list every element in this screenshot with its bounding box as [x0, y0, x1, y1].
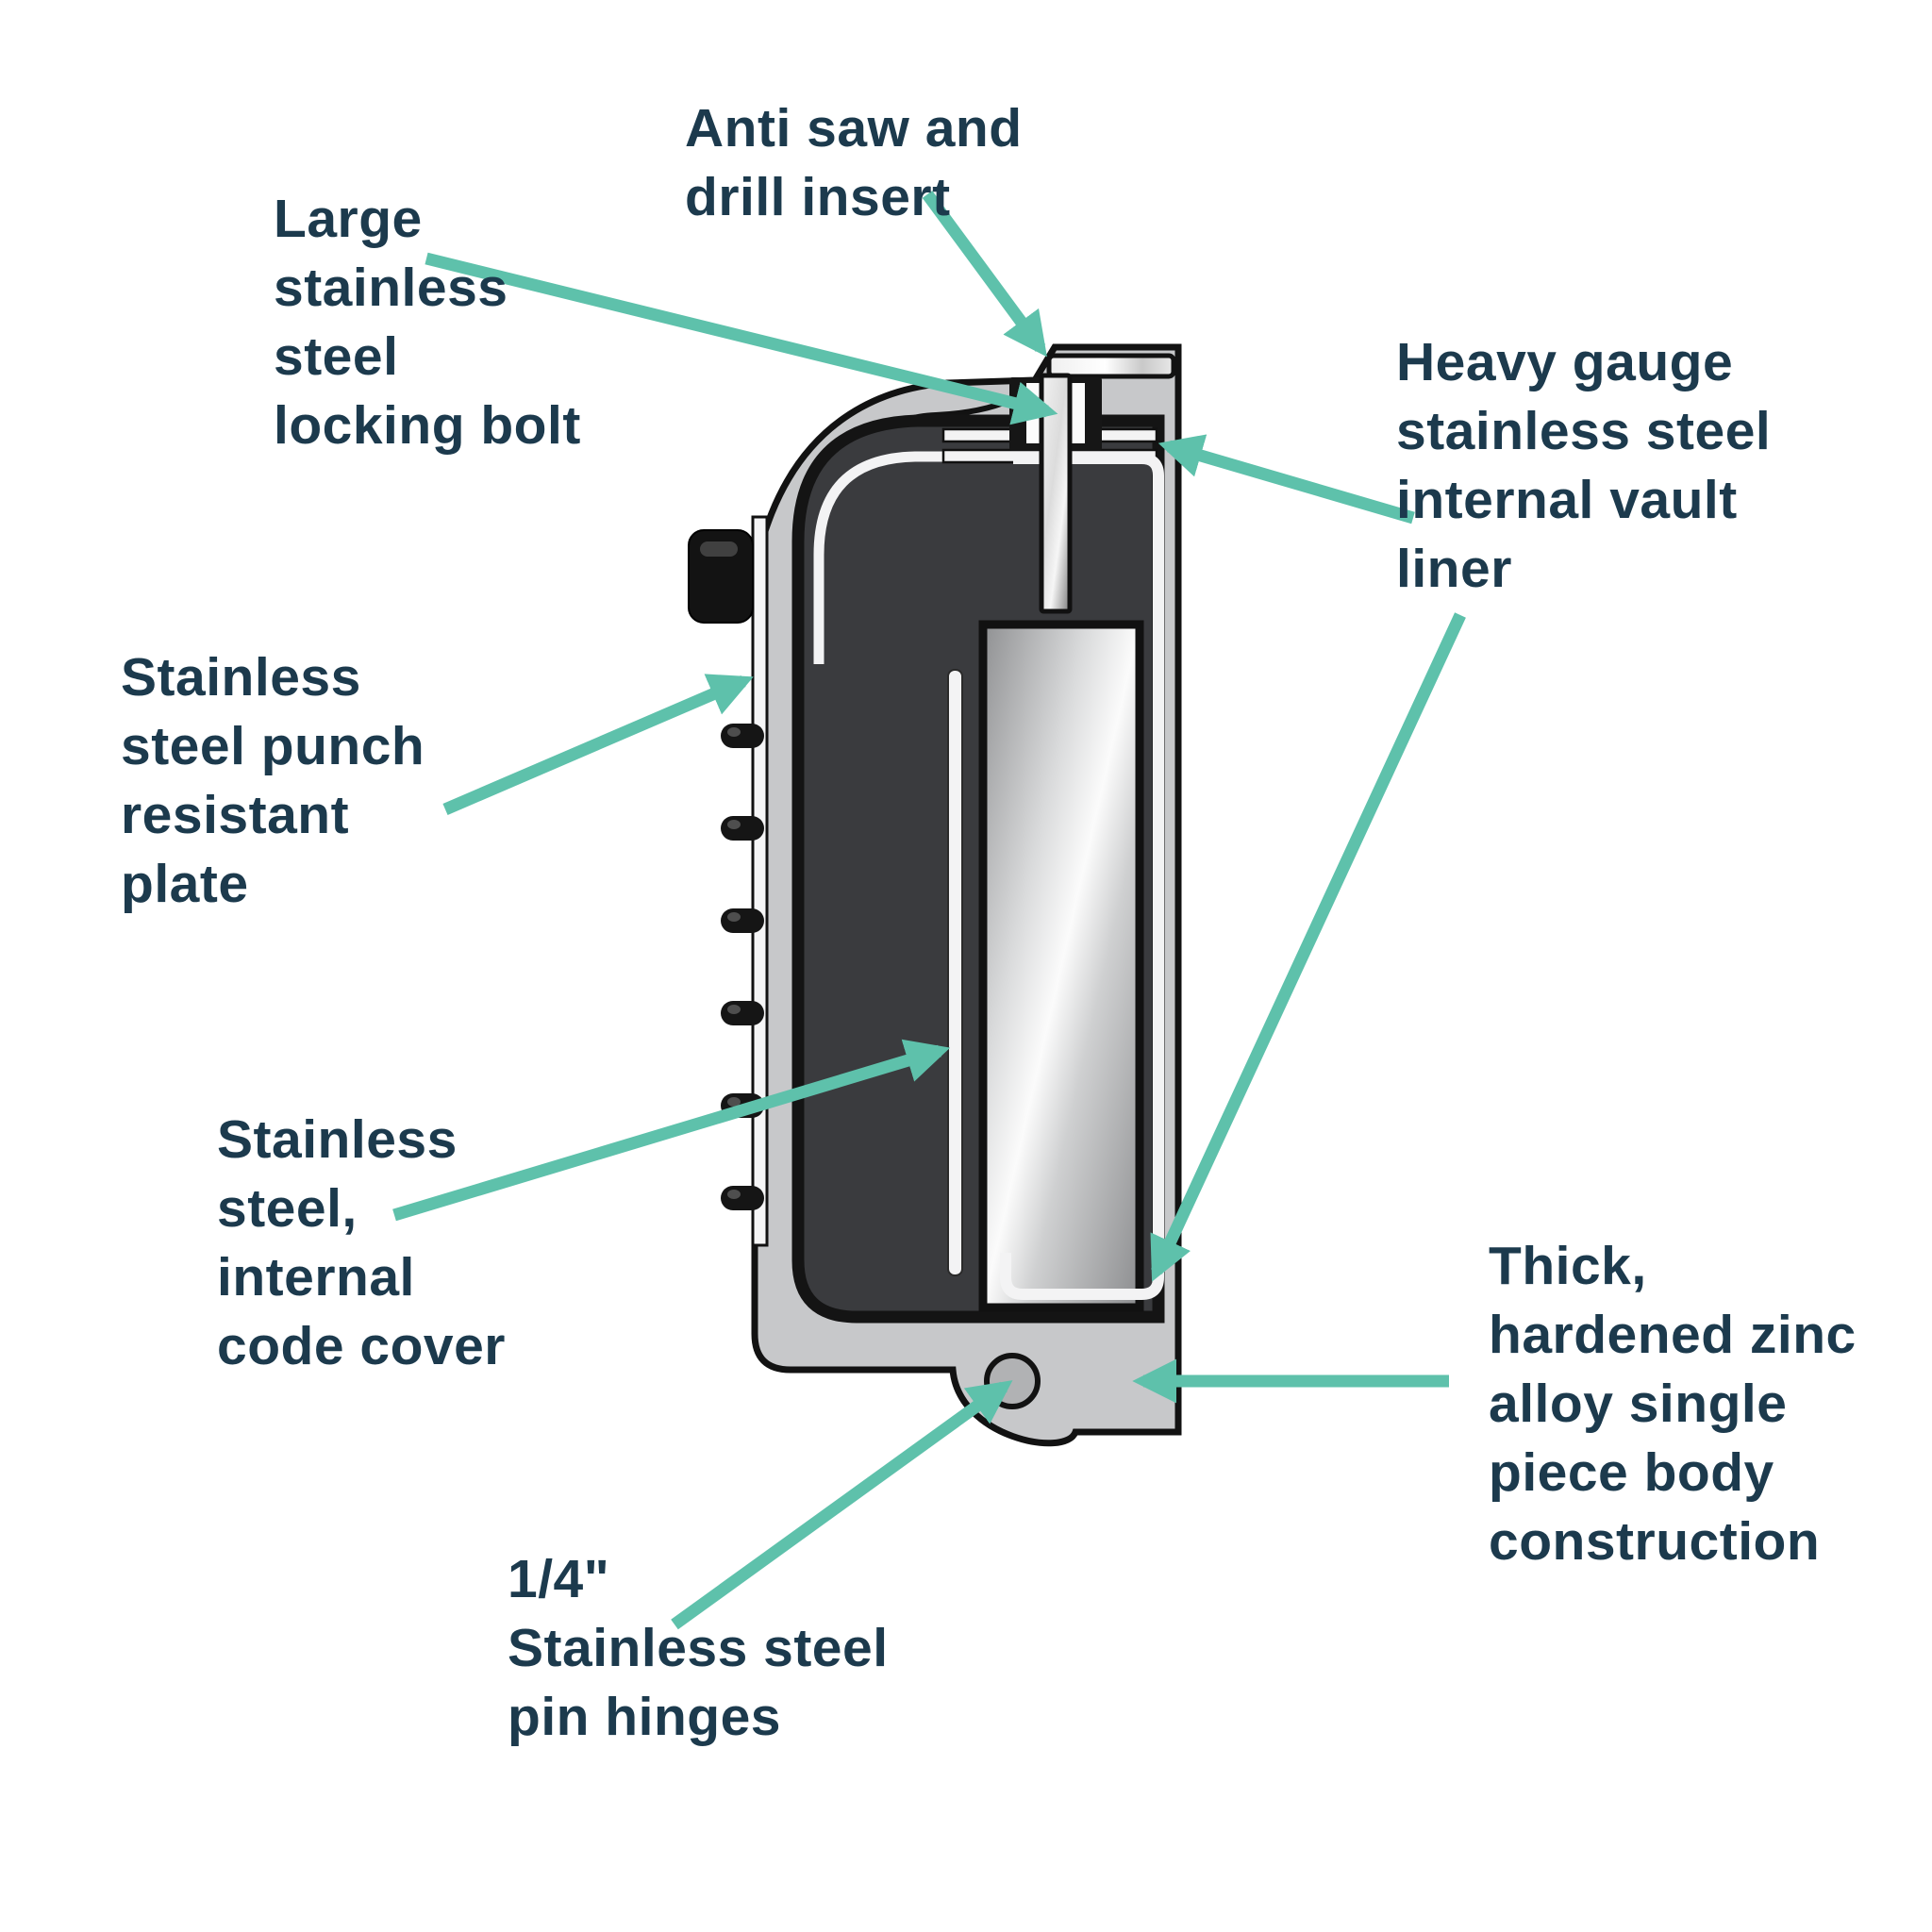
arrow-punch-plate: [442, 674, 754, 815]
dial-pin-shape: [721, 724, 764, 748]
knob-shape: [688, 529, 754, 624]
arrow-code-cover: [392, 1039, 951, 1222]
anti-saw-insert-shape: [1046, 353, 1176, 379]
label-code-cover: Stainless steel, internal code cover: [217, 1109, 506, 1376]
label-pin-hinges: 1/4" Stainless steel pin hinges: [508, 1549, 889, 1747]
dial-pin-shape: [721, 1186, 764, 1210]
code-cover-shape: [947, 669, 963, 1276]
locking-bolt-shape: [1039, 373, 1073, 614]
arrow-locking-bolt: [425, 252, 1058, 425]
dial-pin-shape: [721, 1001, 764, 1025]
door-panel-shape: [978, 620, 1144, 1312]
liner-curve-shape: [813, 451, 947, 664]
arrow-pin-hinge: [671, 1380, 1013, 1630]
arrow-vault-liner-top: [1158, 434, 1415, 525]
label-vault-liner: Heavy gauge stainless steel internal vau…: [1396, 332, 1772, 599]
arrow-vault-liner-bottom: [1150, 612, 1466, 1282]
label-punch-plate: Stainless steel punch resistant plate: [121, 647, 425, 914]
label-locking-bolt: Large stainless steel locking bolt: [274, 189, 581, 456]
arrow-anti-saw: [922, 191, 1047, 358]
dial-pin-shape: [721, 908, 764, 933]
label-anti-saw-insert: Anti saw and drill insert: [685, 98, 1023, 227]
vault-liner-shape: [1000, 453, 1164, 1300]
dial-pin-shape: [721, 816, 764, 841]
label-body-construction: Thick, hardened zinc alloy single piece …: [1489, 1236, 1857, 1572]
punch-plate-shape: [751, 515, 769, 1247]
